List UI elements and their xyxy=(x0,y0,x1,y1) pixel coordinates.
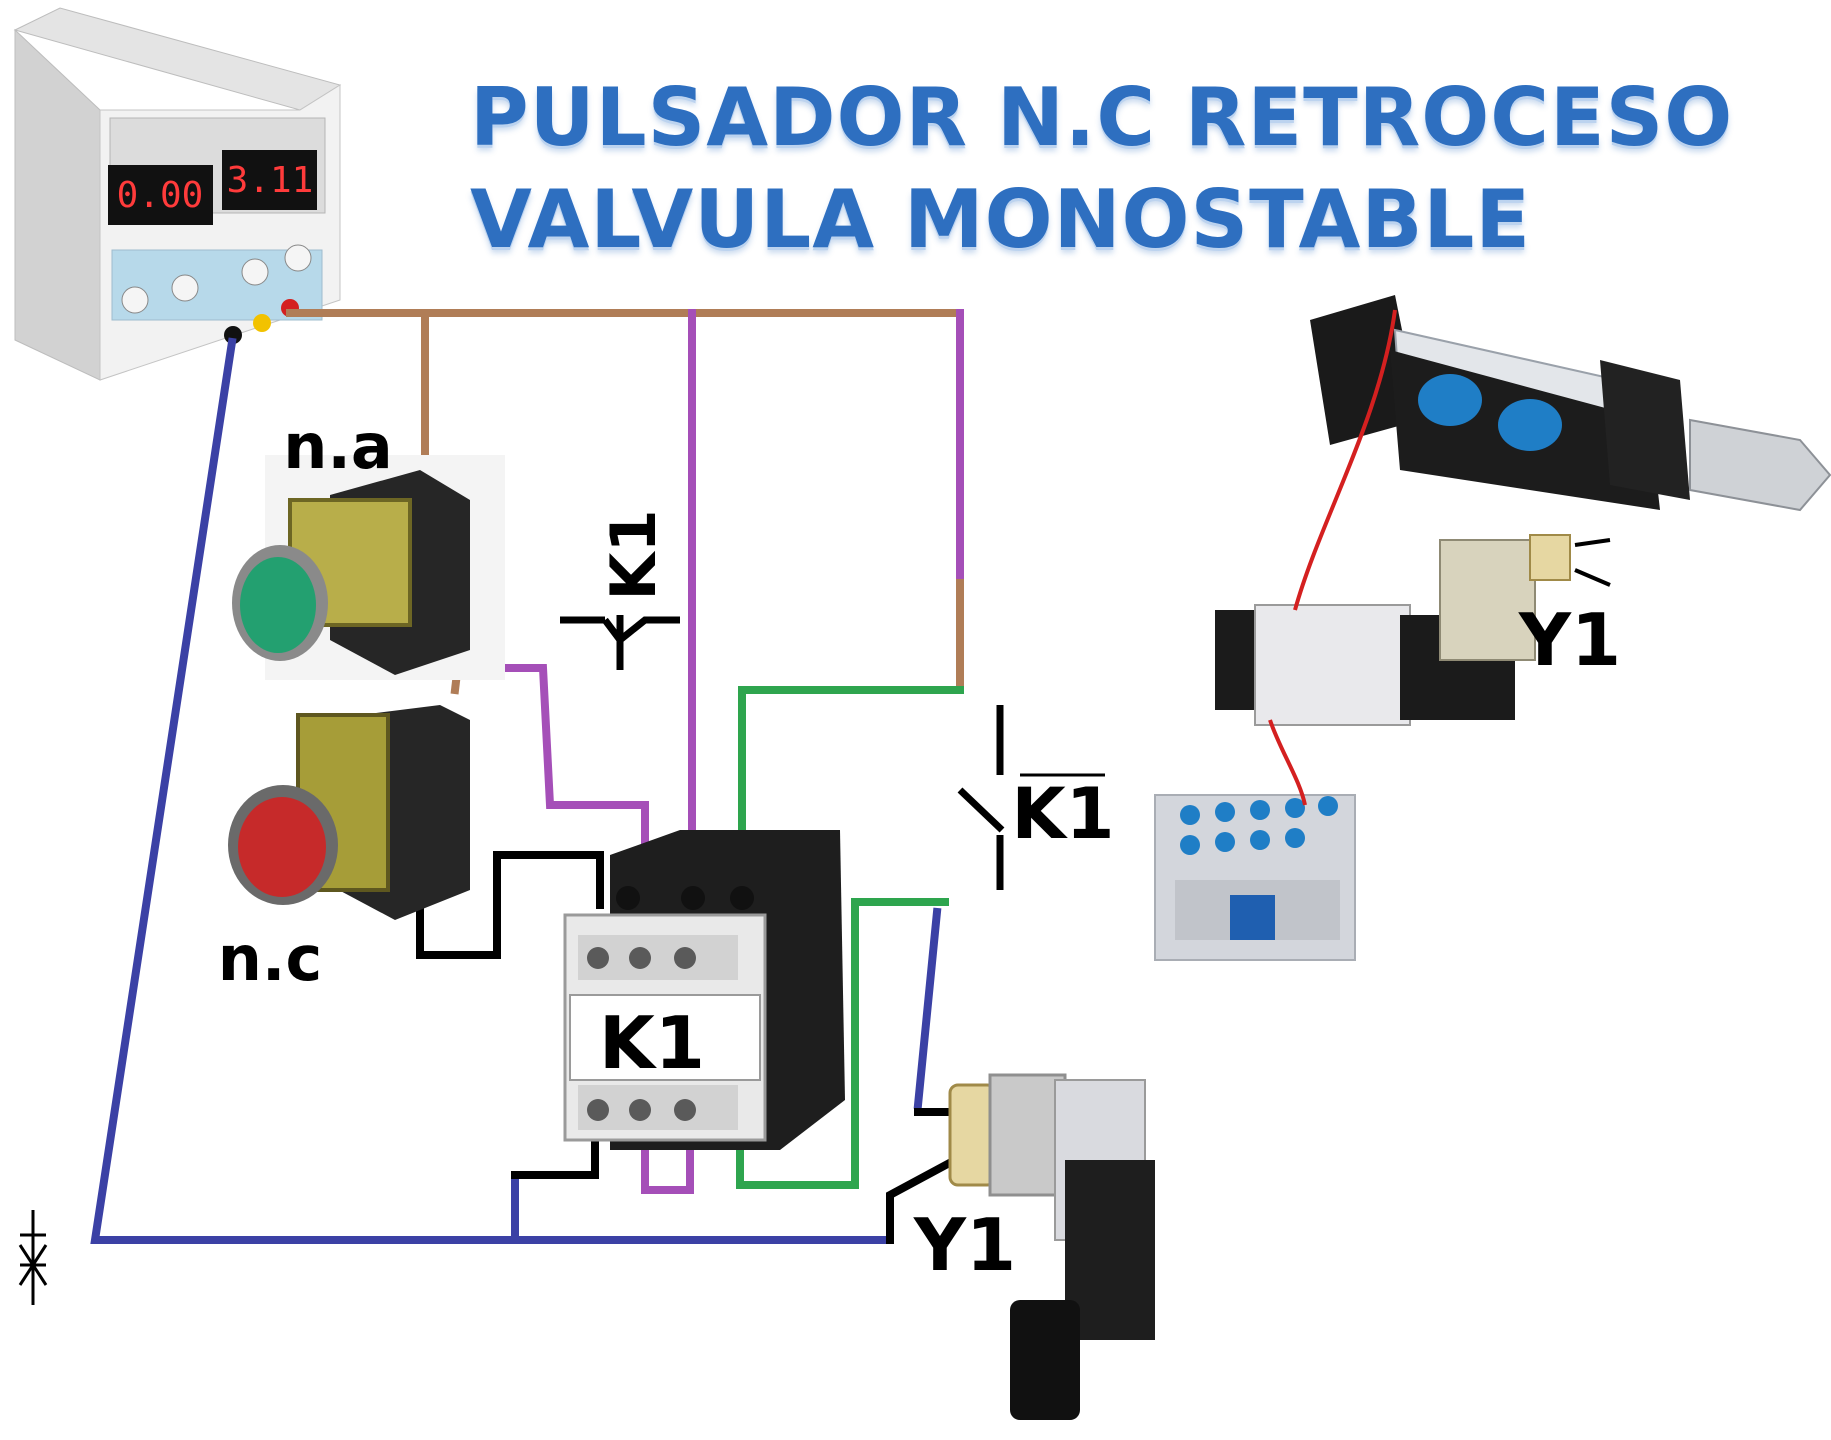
knob-4[interactable] xyxy=(284,244,312,272)
voltage-display xyxy=(108,165,213,225)
wire-black-nc xyxy=(416,851,604,959)
terminal-bottom-2 xyxy=(629,1099,651,1121)
terminal-top-2 xyxy=(629,947,651,969)
label-na: n.a xyxy=(283,410,393,483)
label-k1-contact-top: K1 xyxy=(597,509,670,600)
wire-green-bottom xyxy=(736,898,949,1189)
coil-terminal-a2 xyxy=(730,886,754,910)
aux-terminal xyxy=(616,886,640,910)
label-k1-contactor: K1 xyxy=(599,1001,705,1085)
label-k1-contact-right: K1 xyxy=(1012,773,1115,855)
knob-2[interactable] xyxy=(171,274,199,302)
air-manifold xyxy=(1154,794,1356,961)
pushbutton-nc[interactable]: n.c xyxy=(218,705,470,995)
ground-symbol xyxy=(18,1210,48,1305)
knob-3[interactable] xyxy=(241,258,269,286)
power-supply: 0.00 3.11 xyxy=(13,7,342,381)
knob-1[interactable] xyxy=(121,286,149,314)
k1-nc-contact-symbol xyxy=(560,615,680,670)
terminal-yellow[interactable] xyxy=(253,314,271,332)
k1-no-contact-symbol xyxy=(957,705,1105,890)
terminal-bottom-1 xyxy=(587,1099,609,1121)
terminal-top-3 xyxy=(674,947,696,969)
coil-terminal-a1 xyxy=(681,886,705,910)
wire-purple-lower xyxy=(451,664,694,1194)
wire-black-y1-bottom xyxy=(886,1154,961,1244)
wire-blue-main xyxy=(90,337,894,1244)
label-y1-solenoid: Y1 xyxy=(913,1203,1016,1287)
terminal-bottom-3 xyxy=(674,1099,696,1121)
green-button-cap[interactable] xyxy=(240,557,316,653)
air-tubes xyxy=(1268,309,1397,806)
wire-blue-right xyxy=(913,907,942,1110)
pneumatic-cylinder xyxy=(1310,295,1831,512)
wires xyxy=(90,309,964,1244)
pushbutton-na[interactable]: n.a xyxy=(232,410,505,680)
label-nc: n.c xyxy=(218,922,322,995)
current-display xyxy=(222,150,317,210)
red-button-cap[interactable] xyxy=(238,797,326,897)
title-line-2: VALVULA MONOSTABLE xyxy=(470,173,1532,266)
voltage-readout: 0.00 xyxy=(117,175,204,216)
contactor-k1: K1 xyxy=(563,830,845,1150)
solenoid-valve: Y1 xyxy=(1215,534,1621,726)
title-line-1: PULSADOR N.C RETROCESO xyxy=(470,71,1734,164)
terminal-top-1 xyxy=(587,947,609,969)
label-y1-valve: Y1 xyxy=(1518,598,1621,682)
solenoid-y1: Y1 xyxy=(913,1073,1155,1420)
current-readout: 3.11 xyxy=(227,160,314,201)
